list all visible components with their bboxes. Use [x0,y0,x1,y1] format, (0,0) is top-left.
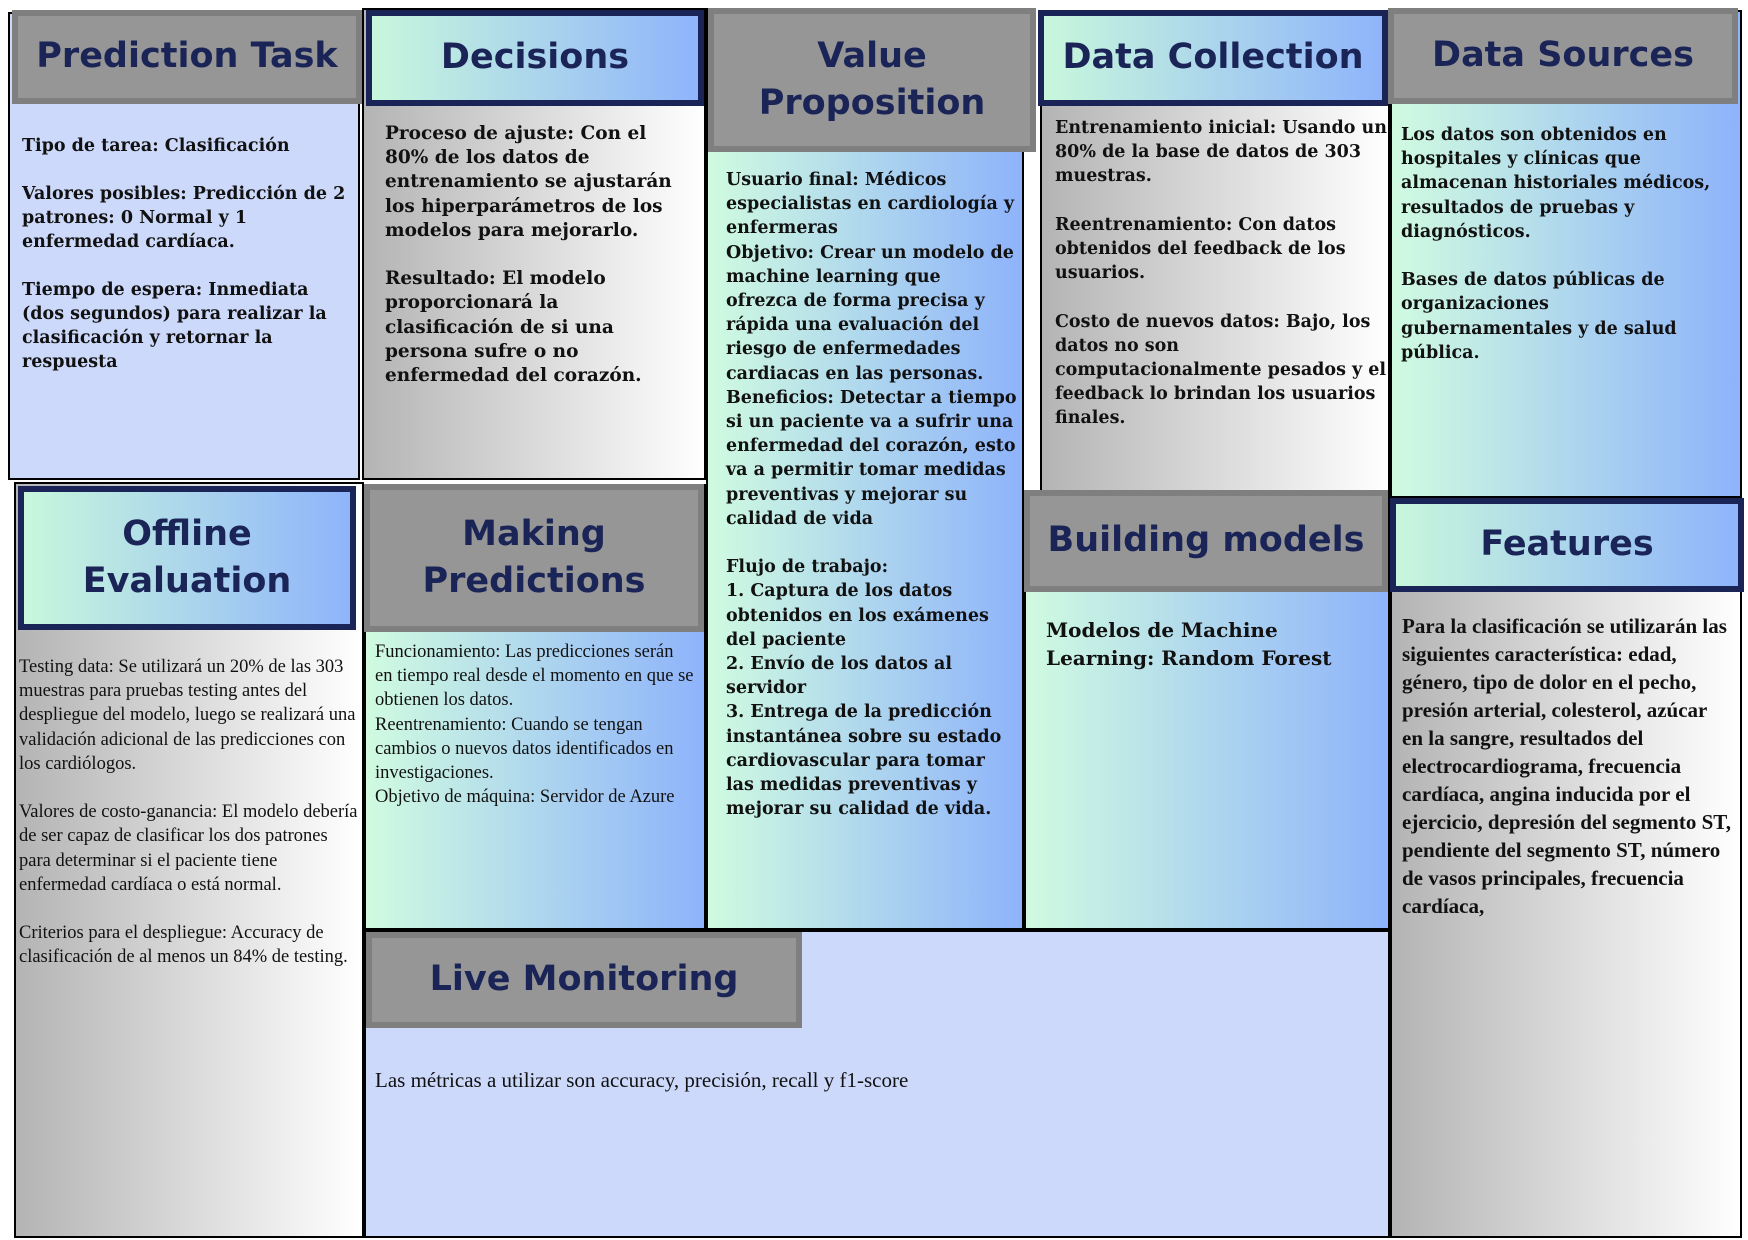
data-collection-title: Data Collection [1038,10,1388,106]
building-models-text: Modelos de Machine Learning: Random Fore… [1046,618,1332,670]
value-proposition-title: Value Proposition [708,8,1036,152]
making-predictions-text: Funcionamiento: Las predicciones serán e… [375,642,694,808]
features-title: Features [1390,498,1744,592]
data-collection-text: Entrenamiento inicial: Usando un 80% de … [1055,118,1387,429]
offline-evaluation-text: Testing data: Se utilizará un 20% de las… [19,657,358,968]
data-sources-text: Los datos son obtenidos en hospitales y … [1401,125,1711,363]
offline-evaluation-title: Offline Evaluation [18,486,356,630]
value-proposition-text: Usuario final: Médicos especialistas en … [726,170,1017,820]
decisions-title: Decisions [366,10,704,106]
value-proposition-panel [706,8,1024,930]
live-monitoring-text: Las métricas a utilizar son accuracy, pr… [375,1068,909,1092]
prediction-task-title: Prediction Task [12,10,362,104]
prediction-task-text: Tipo de tarea: Clasificación Valores pos… [22,136,346,372]
data-sources-title: Data Sources [1388,8,1738,104]
decisions-text: Proceso de ajuste: Con el 80% de los dat… [385,123,672,387]
building-models-title: Building models [1024,490,1388,592]
live-monitoring-title: Live Monitoring [366,932,802,1028]
making-predictions-title: Making Predictions [364,484,704,632]
features-text: Para la clasificación se utilizarán las … [1402,614,1731,918]
